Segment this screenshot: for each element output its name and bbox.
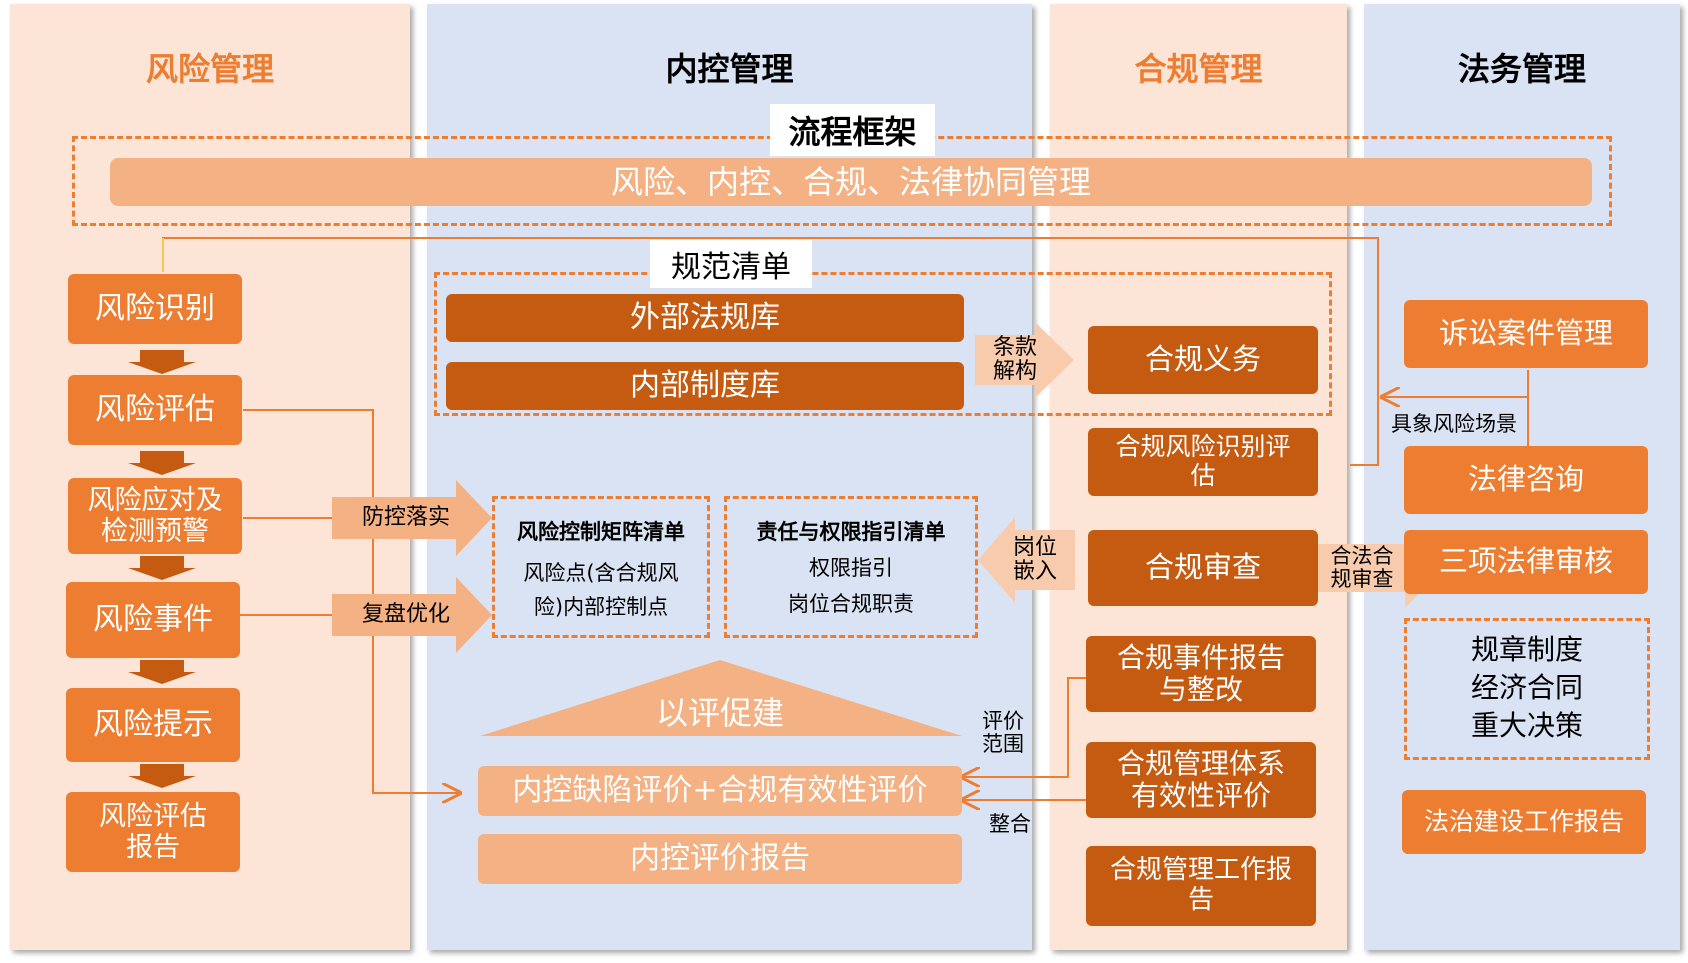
prevention-implementation-label: 防控落实 bbox=[361, 504, 450, 530]
risk-scenario-label: 具象风险场景 bbox=[1391, 412, 1517, 436]
evaluation-triangle-label: 以评促建 bbox=[655, 694, 784, 732]
legal-review-double-arrow bbox=[1280, 528, 1443, 608]
standard-list-frame bbox=[434, 272, 1332, 416]
legal-consulting: 法律咨询 bbox=[1404, 446, 1648, 514]
scope-link bbox=[962, 677, 1086, 777]
review-arrow bbox=[332, 577, 492, 653]
responsibility-authority-frame: 责任与权限指引清单 权限指引 岗位合规职责 bbox=[724, 496, 978, 638]
risk-identification: 风险识别 bbox=[68, 274, 242, 344]
legal-item-decisions: 重大决策 bbox=[1470, 709, 1583, 742]
collaborative-management-bar: 风险、内控、合规、法律协同管理 bbox=[110, 158, 1592, 206]
external-regulation-library: 外部法规库 bbox=[446, 294, 964, 342]
authority-guide-label: 权限指引 bbox=[809, 556, 893, 580]
compliance-risk-identification: 合规风险识别评 估 bbox=[1088, 428, 1318, 496]
scenario-link bbox=[1382, 370, 1529, 397]
post-embed-arrow bbox=[978, 517, 1075, 603]
legal-item-regulations: 规章制度 bbox=[1470, 633, 1583, 666]
evaluation-scope-label: 评价 范围 bbox=[982, 708, 1024, 756]
standard-list-label: 规范清单 bbox=[650, 240, 812, 288]
risk-control-matrix-frame: 风险控制矩阵清单 风险点(含合规风 险)内部控制点 bbox=[492, 496, 710, 638]
responsibility-authority-title: 责任与权限指引清单 bbox=[756, 520, 946, 544]
three-legal-reviews: 三项法律审核 bbox=[1404, 530, 1648, 594]
compliance-event-report: 合规事件报告 与整改 bbox=[1086, 636, 1316, 712]
compliance-obligation: 合规义务 bbox=[1088, 326, 1318, 394]
evaluation-triangle bbox=[480, 660, 962, 736]
legal-item-contracts: 经济合同 bbox=[1470, 671, 1583, 704]
rule-of-law-work-report: 法治建设工作报告 bbox=[1402, 790, 1646, 854]
post-embed-label: 岗位 嵌入 bbox=[1012, 534, 1057, 584]
legal-column-title: 法务管理 bbox=[1457, 50, 1586, 88]
risk-step-arrows bbox=[128, 350, 196, 788]
review-optimization-label: 复盘优化 bbox=[361, 601, 450, 627]
risk-control-matrix-body: 风险点(含合规风 险)内部控制点 bbox=[523, 561, 679, 619]
defect-effectiveness-evaluation: 内控缺陷评价+合规有效性评价 bbox=[478, 766, 962, 816]
prevention-arrow bbox=[332, 480, 492, 556]
litigation-case-management: 诉讼案件管理 bbox=[1404, 300, 1648, 368]
risk-response-monitoring: 风险应对及 检测预警 bbox=[68, 478, 242, 554]
risk-assessment-report: 风险评估 报告 bbox=[66, 792, 240, 872]
internal-control-column-title: 内控管理 bbox=[665, 50, 794, 88]
internal-policy-library: 内部制度库 bbox=[446, 362, 964, 410]
integrate-label: 整合 bbox=[989, 812, 1031, 837]
risk-event: 风险事件 bbox=[66, 582, 240, 658]
risk-alert: 风险提示 bbox=[66, 688, 240, 762]
compliance-column-title: 合规管理 bbox=[1134, 50, 1263, 88]
risk-column-title: 风险管理 bbox=[145, 50, 274, 88]
clause-arrow bbox=[975, 322, 1074, 398]
clause-deconstruct-label: 条款 解构 bbox=[992, 334, 1037, 384]
post-compliance-duty-label: 岗位合规职责 bbox=[788, 592, 914, 616]
compliance-work-report: 合规管理工作报 告 bbox=[1086, 846, 1316, 926]
compliance-review: 合规审查 bbox=[1088, 530, 1318, 606]
compliance-system-evaluation: 合规管理体系 有效性评价 bbox=[1086, 742, 1316, 818]
legal-compliance-review-label: 合法合 规审查 bbox=[1330, 543, 1394, 591]
risk-assessment: 风险评估 bbox=[68, 375, 242, 445]
risk-control-matrix-title: 风险控制矩阵清单 bbox=[517, 520, 685, 544]
process-framework-label: 流程框架 bbox=[770, 104, 935, 156]
internal-control-evaluation-report: 内控评价报告 bbox=[478, 834, 962, 884]
legal-review-items-frame: 规章制度 经济合同 重大决策 bbox=[1404, 618, 1650, 760]
